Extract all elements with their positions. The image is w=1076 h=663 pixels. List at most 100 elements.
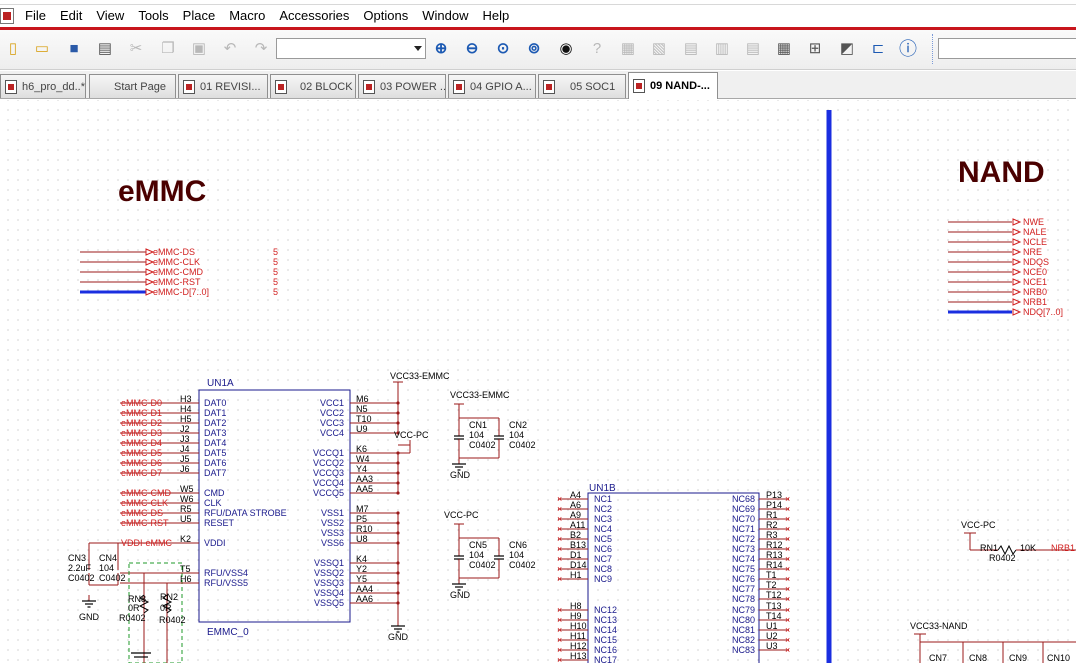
pin-name: VCCQ3 (313, 468, 344, 478)
pin-name: DAT1 (204, 408, 226, 418)
grid-icon[interactable]: ▦ (776, 40, 792, 57)
drc-icon[interactable]: ▥ (714, 40, 730, 57)
port-arrow (145, 278, 155, 286)
resistor-value: 0R (128, 603, 140, 613)
tab-gpio[interactable]: 04 GPIO A... (448, 74, 536, 98)
cap-ref: CN6 (509, 540, 527, 550)
pin-number: H6 (180, 574, 192, 584)
no-connect-mark: × (785, 554, 790, 564)
no-connect-mark: × (557, 494, 562, 504)
no-connect-mark: × (785, 635, 790, 645)
snap-icon[interactable]: ⊞ (808, 40, 822, 57)
tab-soc1[interactable]: 05 SOC1 (538, 74, 626, 98)
tab-start-page[interactable]: Start Page (89, 74, 176, 98)
port-label: NRE (1023, 247, 1042, 257)
search-input[interactable] (938, 38, 1076, 59)
netlist-icon[interactable]: ▧ (651, 40, 667, 57)
pin-name: NC70 (732, 514, 755, 524)
pin-name: NC83 (732, 645, 755, 655)
bom-icon[interactable]: ▤ (683, 40, 699, 57)
port-label: NRB1 (1023, 297, 1047, 307)
tab-block[interactable]: 02 BLOCK (270, 74, 356, 98)
pin-number: A4 (570, 490, 581, 500)
paste-icon[interactable]: ▣ (191, 40, 207, 57)
part-selector-combo[interactable] (276, 38, 426, 59)
print-icon[interactable]: ▤ (97, 40, 113, 57)
cap-ref: CN1 (469, 420, 487, 430)
no-connect-mark: × (557, 605, 562, 615)
zoom-out-icon[interactable]: ⊖ (465, 40, 479, 57)
menu-tools[interactable]: Tools (138, 8, 169, 23)
pin-name: VCC2 (320, 408, 344, 418)
do-not-populate-box (128, 562, 183, 663)
annotate-icon[interactable]: ▦ (620, 40, 636, 57)
new-file-icon[interactable]: ▯ (8, 40, 18, 57)
tab-h6-pro[interactable]: h6_pro_dd..* (0, 74, 86, 98)
port-arrow (1012, 218, 1022, 226)
copy-icon[interactable]: ❐ (161, 40, 175, 57)
menu-window[interactable]: Window (422, 8, 469, 23)
save-icon[interactable]: ■ (69, 39, 79, 57)
report-icon[interactable]: ▤ (745, 40, 761, 57)
zoom-area-icon[interactable]: ⊙ (496, 40, 510, 57)
zoom-fit-icon[interactable]: ⊚ (527, 40, 541, 57)
rail-label: VCC-PC (961, 520, 996, 530)
pin-number: U2 (766, 631, 778, 641)
port-arrow (145, 288, 155, 296)
port-page-ref: 5 (273, 267, 278, 277)
no-connect-mark: × (557, 554, 562, 564)
document-icon (543, 79, 555, 94)
menu-view[interactable]: View (96, 8, 125, 23)
port-label: eMMC-RST (153, 277, 201, 287)
no-connect-mark: × (557, 615, 562, 625)
pin-name: NC13 (594, 615, 617, 625)
tab-power[interactable]: 03 POWER ... (358, 74, 446, 98)
resistor-zigzag (161, 594, 173, 614)
menu-macro[interactable]: Macro (229, 8, 266, 23)
comment-icon[interactable]: ◩ (839, 40, 855, 57)
no-connect-mark: × (785, 504, 790, 514)
pin-number: U5 (180, 514, 192, 524)
pin-number: U9 (356, 424, 368, 434)
zoom-in-icon[interactable]: ⊕ (434, 40, 448, 57)
port-arrow (145, 258, 155, 266)
tab-revision[interactable]: 01 REVISI... (178, 74, 268, 98)
cut-icon[interactable]: ✂ (129, 40, 143, 57)
help-query-icon[interactable]: ? (592, 39, 602, 57)
cap-value: 104 (469, 430, 484, 440)
document-icon (363, 79, 375, 94)
port-label: NALE (1023, 227, 1047, 237)
undo-icon[interactable]: ↶ (223, 40, 237, 57)
menu-accessories[interactable]: Accessories (279, 8, 350, 23)
pin-number: U3 (766, 641, 778, 651)
open-folder-icon[interactable]: ▭ (34, 40, 50, 57)
pin-name: NC5 (594, 534, 612, 544)
hierarchy-icon[interactable]: ⊏ (871, 40, 885, 57)
tab-nand[interactable]: 09 NAND-... (628, 72, 718, 99)
help-icon[interactable]: ⓘ (899, 39, 917, 59)
menu-file[interactable]: File (25, 8, 46, 23)
menu-help[interactable]: Help (482, 8, 510, 23)
resistor-ref: RN8 (128, 594, 146, 604)
port-arrow (1012, 228, 1022, 236)
pin-name: CMD (204, 488, 225, 498)
no-connect-mark: × (557, 544, 562, 554)
no-connect-mark: × (557, 635, 562, 645)
resistor-zigzag (997, 544, 1017, 556)
net-label: eMMC-D0 (121, 398, 162, 408)
pin-number: R5 (180, 504, 192, 514)
pin-name: RFU/VSS5 (204, 578, 248, 588)
redo-icon[interactable]: ↷ (254, 40, 268, 57)
pin-number: J4 (180, 444, 190, 454)
port-label: NCE0 (1023, 267, 1047, 277)
menu-edit[interactable]: Edit (59, 8, 83, 23)
menu-options[interactable]: Options (363, 8, 409, 23)
resistor-ref: RN2 (160, 592, 178, 602)
pin-number: D14 (570, 560, 587, 570)
ground-label: GND (79, 612, 100, 622)
app-icon[interactable] (0, 8, 14, 24)
pin-name: NC81 (732, 625, 755, 635)
eye-icon[interactable]: ◉ (559, 40, 573, 57)
menu-place[interactable]: Place (182, 8, 216, 23)
